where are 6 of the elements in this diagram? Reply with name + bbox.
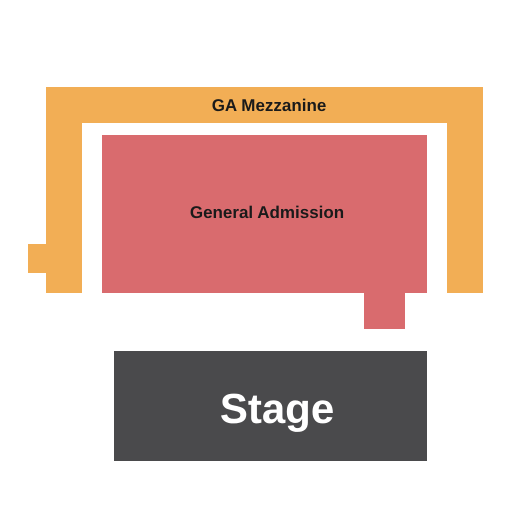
section-label: General Admission <box>190 203 344 223</box>
mezzanine-section <box>28 87 483 293</box>
seating-section <box>102 135 427 329</box>
stage <box>114 351 427 461</box>
section-label: Stage <box>220 385 334 433</box>
section-label: GA Mezzanine <box>212 96 326 116</box>
